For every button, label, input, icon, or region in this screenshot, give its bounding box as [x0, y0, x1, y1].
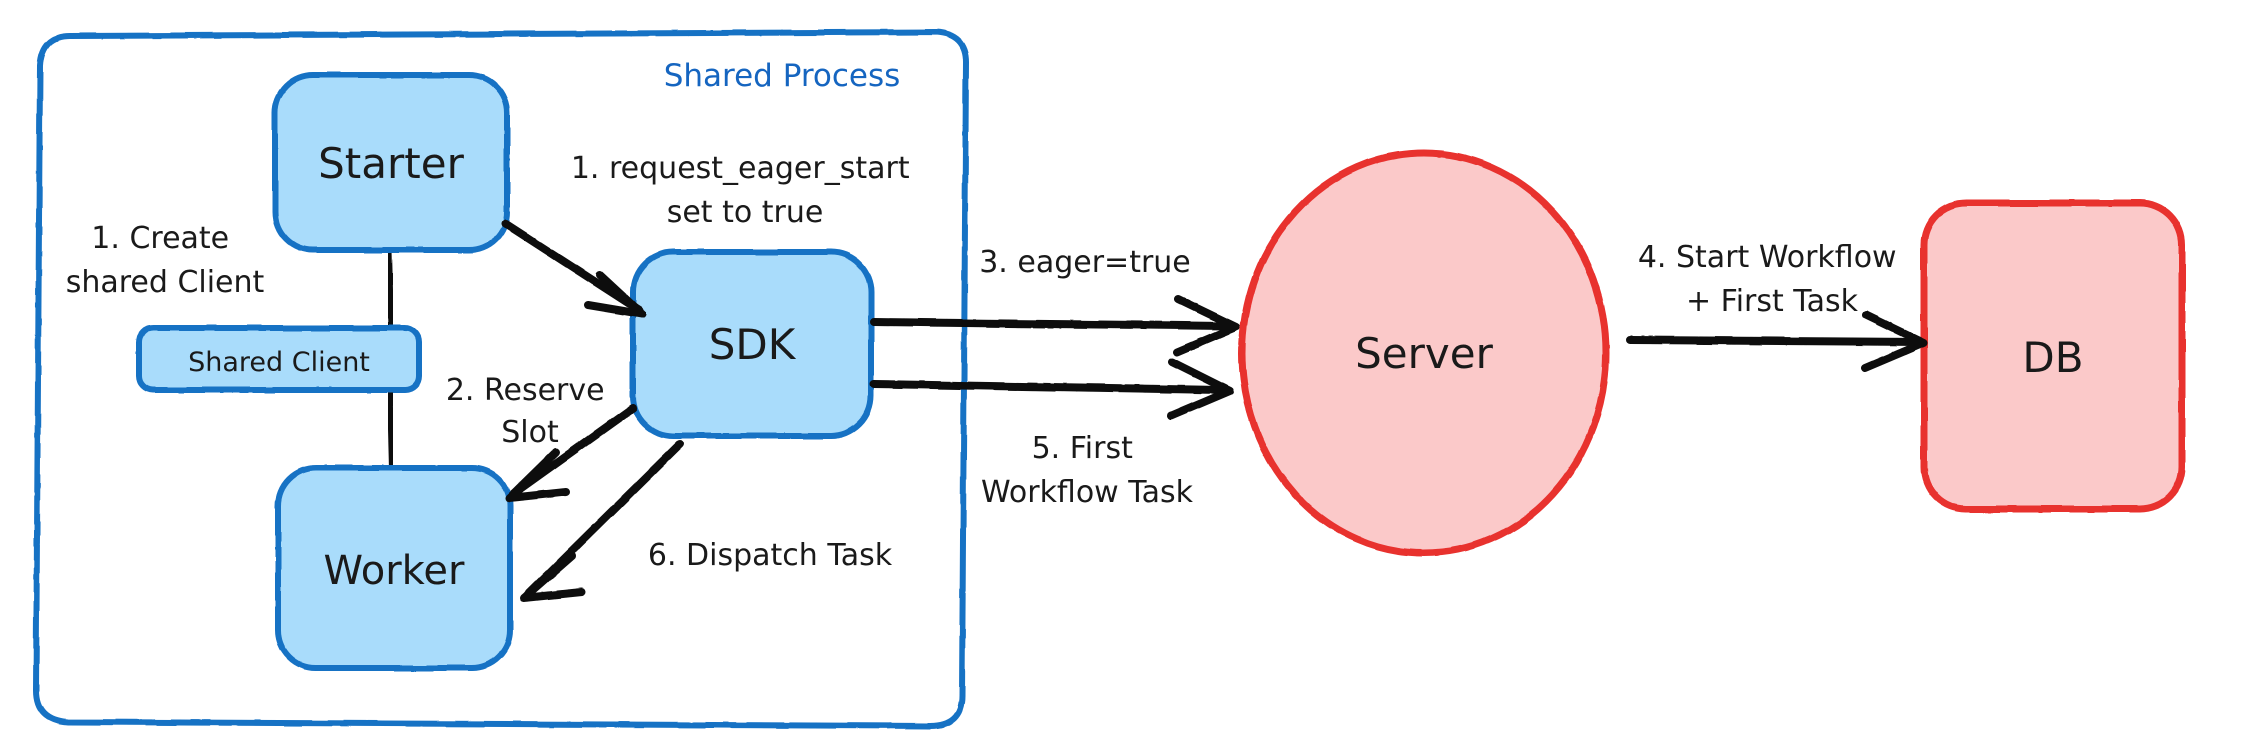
edge-first-workflow-task-label: 5. First Workflow Task: [981, 431, 1194, 510]
node-worker-label: Worker: [324, 548, 465, 594]
shared-client-connector: [386, 247, 395, 473]
edge-create-shared-client-label: 1. Create shared Client: [66, 221, 265, 300]
node-server[interactable]: Server: [1238, 149, 1610, 557]
edge-dispatch-task: [520, 440, 684, 602]
node-server-label: Server: [1355, 329, 1493, 378]
edge-dispatch-task-label: 6. Dispatch Task: [648, 538, 893, 573]
node-starter-label: Starter: [318, 139, 464, 188]
node-shared-client[interactable]: Shared Client: [136, 325, 422, 393]
edge-reserve-slot-label: 2. Reserve Slot: [446, 373, 614, 450]
node-db[interactable]: DB: [1920, 199, 2186, 513]
edge-request-eager-start: [502, 220, 646, 318]
edge-eager-true-label: 3. eager=true: [979, 245, 1191, 280]
node-sdk-label: SDK: [709, 320, 797, 369]
node-db-label: DB: [2022, 333, 2083, 382]
node-sdk[interactable]: SDK: [630, 249, 874, 439]
edge-start-workflow: [1626, 311, 1928, 372]
shared-process-title-text: Shared Process: [664, 58, 901, 94]
node-starter[interactable]: Starter: [272, 72, 510, 253]
shared-process-title: Shared Process: [664, 58, 901, 94]
edge-request-eager-start-label: 1. request_eager_start set to true: [571, 151, 919, 230]
node-worker[interactable]: Worker: [275, 465, 513, 671]
shared-process-group: [33, 29, 969, 729]
edge-first-workflow-task: [870, 358, 1234, 420]
edge-start-workflow-label: 4. Start Workflow + First Task: [1638, 240, 1906, 319]
edge-reserve-slot: [505, 404, 637, 502]
edge-eager-true: [870, 295, 1240, 356]
node-shared-client-label: Shared Client: [188, 347, 370, 378]
